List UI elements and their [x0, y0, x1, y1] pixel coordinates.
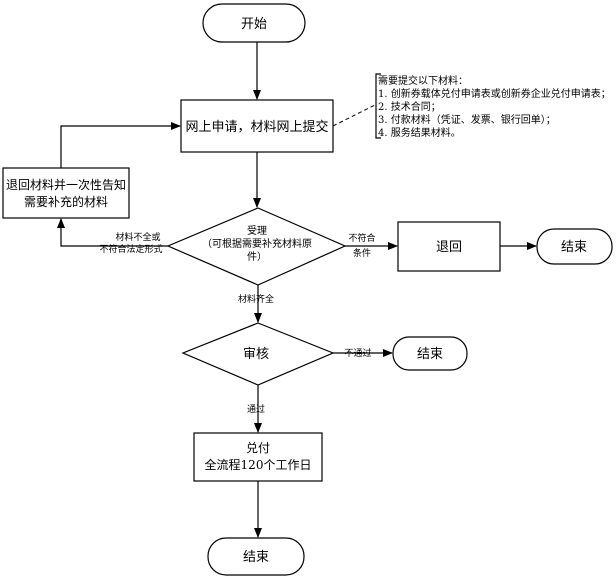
end-final-label: 结束 [243, 550, 269, 565]
pay-box [193, 432, 323, 482]
edge-return-notice-apply [60, 122, 181, 168]
return-notice-label: 退回材料并一次性告知 [6, 178, 126, 192]
accept-label: 受理 [247, 225, 267, 237]
note-item: 4. 服务结果材料。 [378, 126, 461, 139]
pay-label: 兑付 [246, 441, 270, 455]
return-notice-box [2, 167, 130, 219]
end-terminal-reject [536, 228, 613, 265]
note-item: 3. 付款材料（凭证、发票、银行回单）； [378, 113, 556, 126]
note-connector [332, 104, 376, 127]
apply-box [180, 99, 334, 153]
pay-label: 全流程120个工作日 [205, 457, 312, 472]
return-notice-label: 需要补充的材料 [24, 194, 108, 209]
apply-label: 网上申请，材料网上提交 [185, 119, 328, 135]
edge-label-incomplete: 材料不全或 [115, 231, 160, 243]
accept-label: （可根据需要补充材料原 [202, 237, 312, 250]
note-item: 2. 技术合同； [378, 100, 441, 113]
note: 需要提交以下材料： 1. 创新券载体兑付申请表或创新券企业兑付申请表； 2. 技… [378, 74, 611, 139]
edge-label-incomplete: 不符合法定形式 [99, 243, 162, 255]
reject-label: 退回 [436, 240, 462, 255]
edge-label-passed: 通过 [247, 403, 265, 415]
edge-label-not-passed: 不通过 [344, 347, 371, 359]
edge-accept-return-notice [57, 218, 168, 247]
review-label: 审核 [243, 347, 269, 362]
reject-box [397, 221, 501, 272]
end-terminal-final [207, 537, 305, 576]
note-item: 1. 创新券载体兑付申请表或创新券企业兑付申请表； [378, 87, 611, 100]
accept-label: 件） [247, 251, 267, 263]
start-label: 开始 [241, 17, 267, 32]
note-bracket [375, 73, 381, 139]
start-terminal [202, 3, 306, 43]
edge-label-complete: 材料齐全 [238, 293, 274, 305]
end-terminal-review [392, 336, 468, 371]
end-reject-label: 结束 [561, 240, 587, 255]
edge-label-not-qualified: 条件 [353, 247, 371, 259]
end-review-label: 结束 [417, 347, 443, 362]
edge-label-not-qualified: 不符合 [348, 232, 375, 244]
note-title: 需要提交以下材料： [378, 74, 468, 87]
